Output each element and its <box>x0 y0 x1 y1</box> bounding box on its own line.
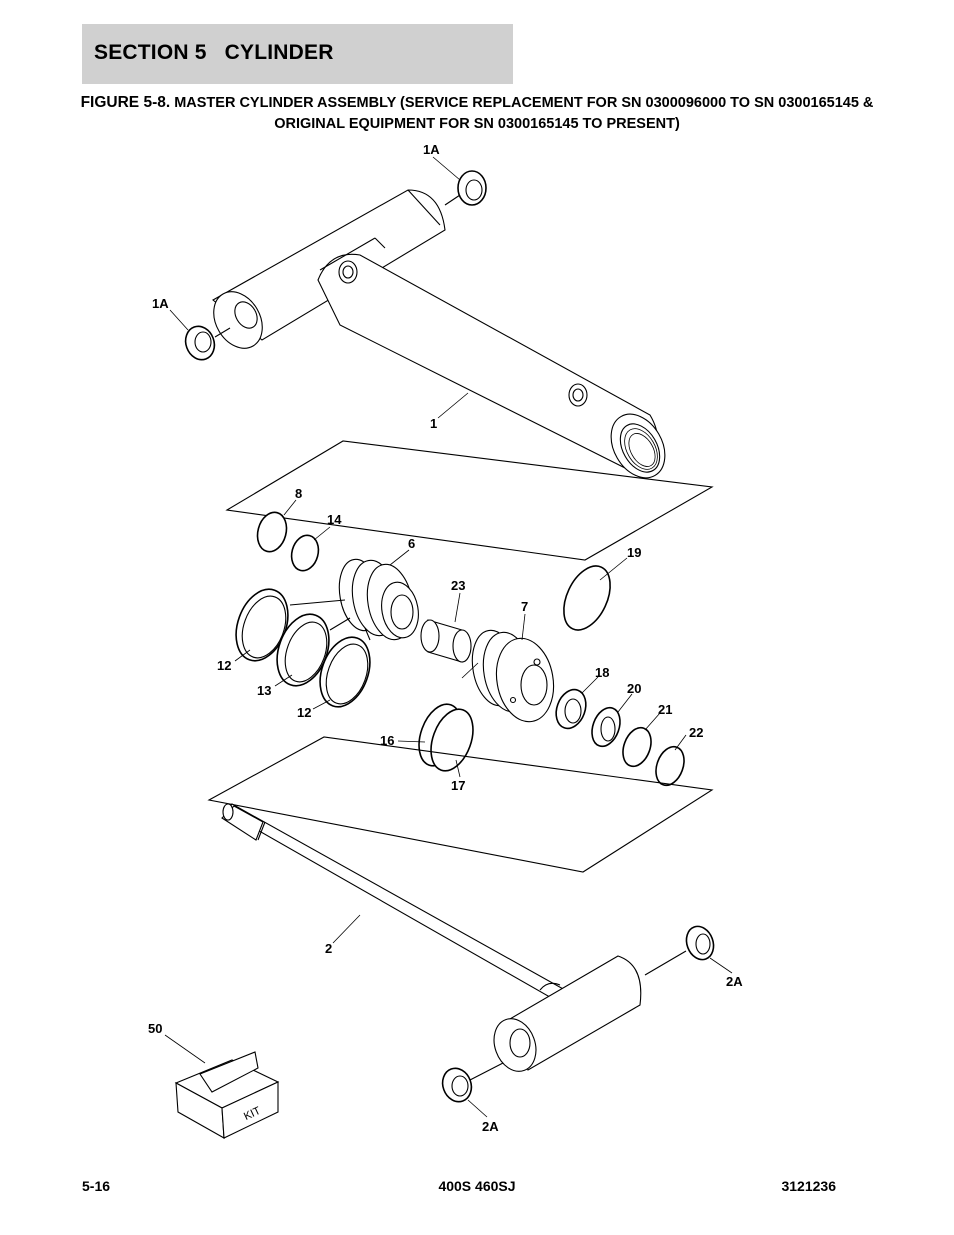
callout-1a-left: 1A <box>152 296 169 311</box>
bushing-2a-bottom <box>441 1067 473 1103</box>
callout-7: 7 <box>521 599 528 614</box>
callout-12-left: 12 <box>217 658 231 673</box>
callout-19: 19 <box>627 545 641 560</box>
section-label: SECTION 5 <box>94 41 207 64</box>
spacer <box>420 619 472 663</box>
piston-seal-12-right <box>319 636 371 708</box>
callout-13: 13 <box>257 683 271 698</box>
callout-14: 14 <box>327 512 342 527</box>
rod-wiper-18 <box>555 688 587 730</box>
callout-12-right: 12 <box>297 705 311 720</box>
footer-manual-number: 3121236 <box>781 1178 836 1194</box>
kit-box: KIT <box>174 1051 280 1139</box>
bushing-1a-top <box>457 170 487 206</box>
o-ring-21 <box>622 726 652 768</box>
callout-1: 1 <box>430 416 437 431</box>
callout-18: 18 <box>595 665 609 680</box>
cylinder-barrel <box>212 189 666 479</box>
callout-6: 6 <box>408 536 415 551</box>
cylinder-rod <box>221 803 642 1072</box>
figure-title: FIGURE 5-8. MASTER CYLINDER ASSEMBLY (SE… <box>60 92 894 135</box>
figure-caption: MASTER CYLINDER ASSEMBLY (SERVICE REPLAC… <box>174 95 874 132</box>
callout-17: 17 <box>451 778 465 793</box>
callout-20: 20 <box>627 681 641 696</box>
assembly-plane-upper <box>225 440 714 561</box>
piston <box>338 558 419 641</box>
o-ring-19 <box>563 565 611 631</box>
callout-16: 16 <box>380 733 394 748</box>
figure-number: FIGURE 5-8. <box>80 94 171 111</box>
callout-1a-top: 1A <box>423 142 440 157</box>
callout-8: 8 <box>295 486 302 501</box>
callout-50: 50 <box>148 1021 162 1036</box>
assembly-plane-lower <box>207 736 714 873</box>
wear-ring-14 <box>290 534 320 572</box>
bushing-1a-left <box>184 325 216 361</box>
cylinder-head <box>471 629 555 723</box>
callout-22: 22 <box>689 725 703 740</box>
leader-lines <box>164 156 733 1118</box>
callout-2a-right: 2A <box>726 974 743 989</box>
bushing-2a-right <box>685 925 715 961</box>
section-title: CYLINDER <box>224 41 334 64</box>
section-header: SECTION 5 CYLINDER <box>82 24 513 84</box>
callout-2: 2 <box>325 941 332 956</box>
callout-23: 23 <box>451 578 465 593</box>
footer-model: 400S 460SJ <box>438 1178 516 1194</box>
footer-page-number: 5-16 <box>82 1178 111 1194</box>
callout-21: 21 <box>658 702 672 717</box>
retaining-ring <box>256 511 288 553</box>
callout-2a-bottom: 2A <box>482 1119 499 1134</box>
